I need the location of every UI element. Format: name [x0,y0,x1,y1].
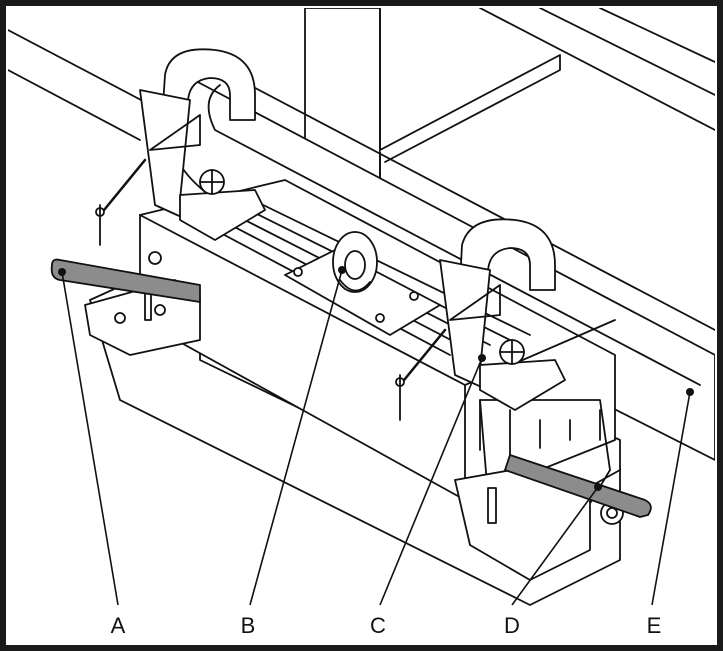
eye-bolt [332,231,378,293]
left-lower-bracket [84,251,201,356]
callout-c: C [370,613,386,638]
left-clamp [95,48,266,246]
right-hose [504,454,652,518]
callout-b: B [241,613,256,638]
callout-d: D [504,613,520,638]
leader-dots [58,266,694,491]
callout-a: A [111,613,126,638]
left-hose [50,258,201,303]
leader-lines [61,269,691,606]
center-plate [284,249,441,336]
right-clamp [395,218,566,421]
callout-e: E [647,613,662,638]
